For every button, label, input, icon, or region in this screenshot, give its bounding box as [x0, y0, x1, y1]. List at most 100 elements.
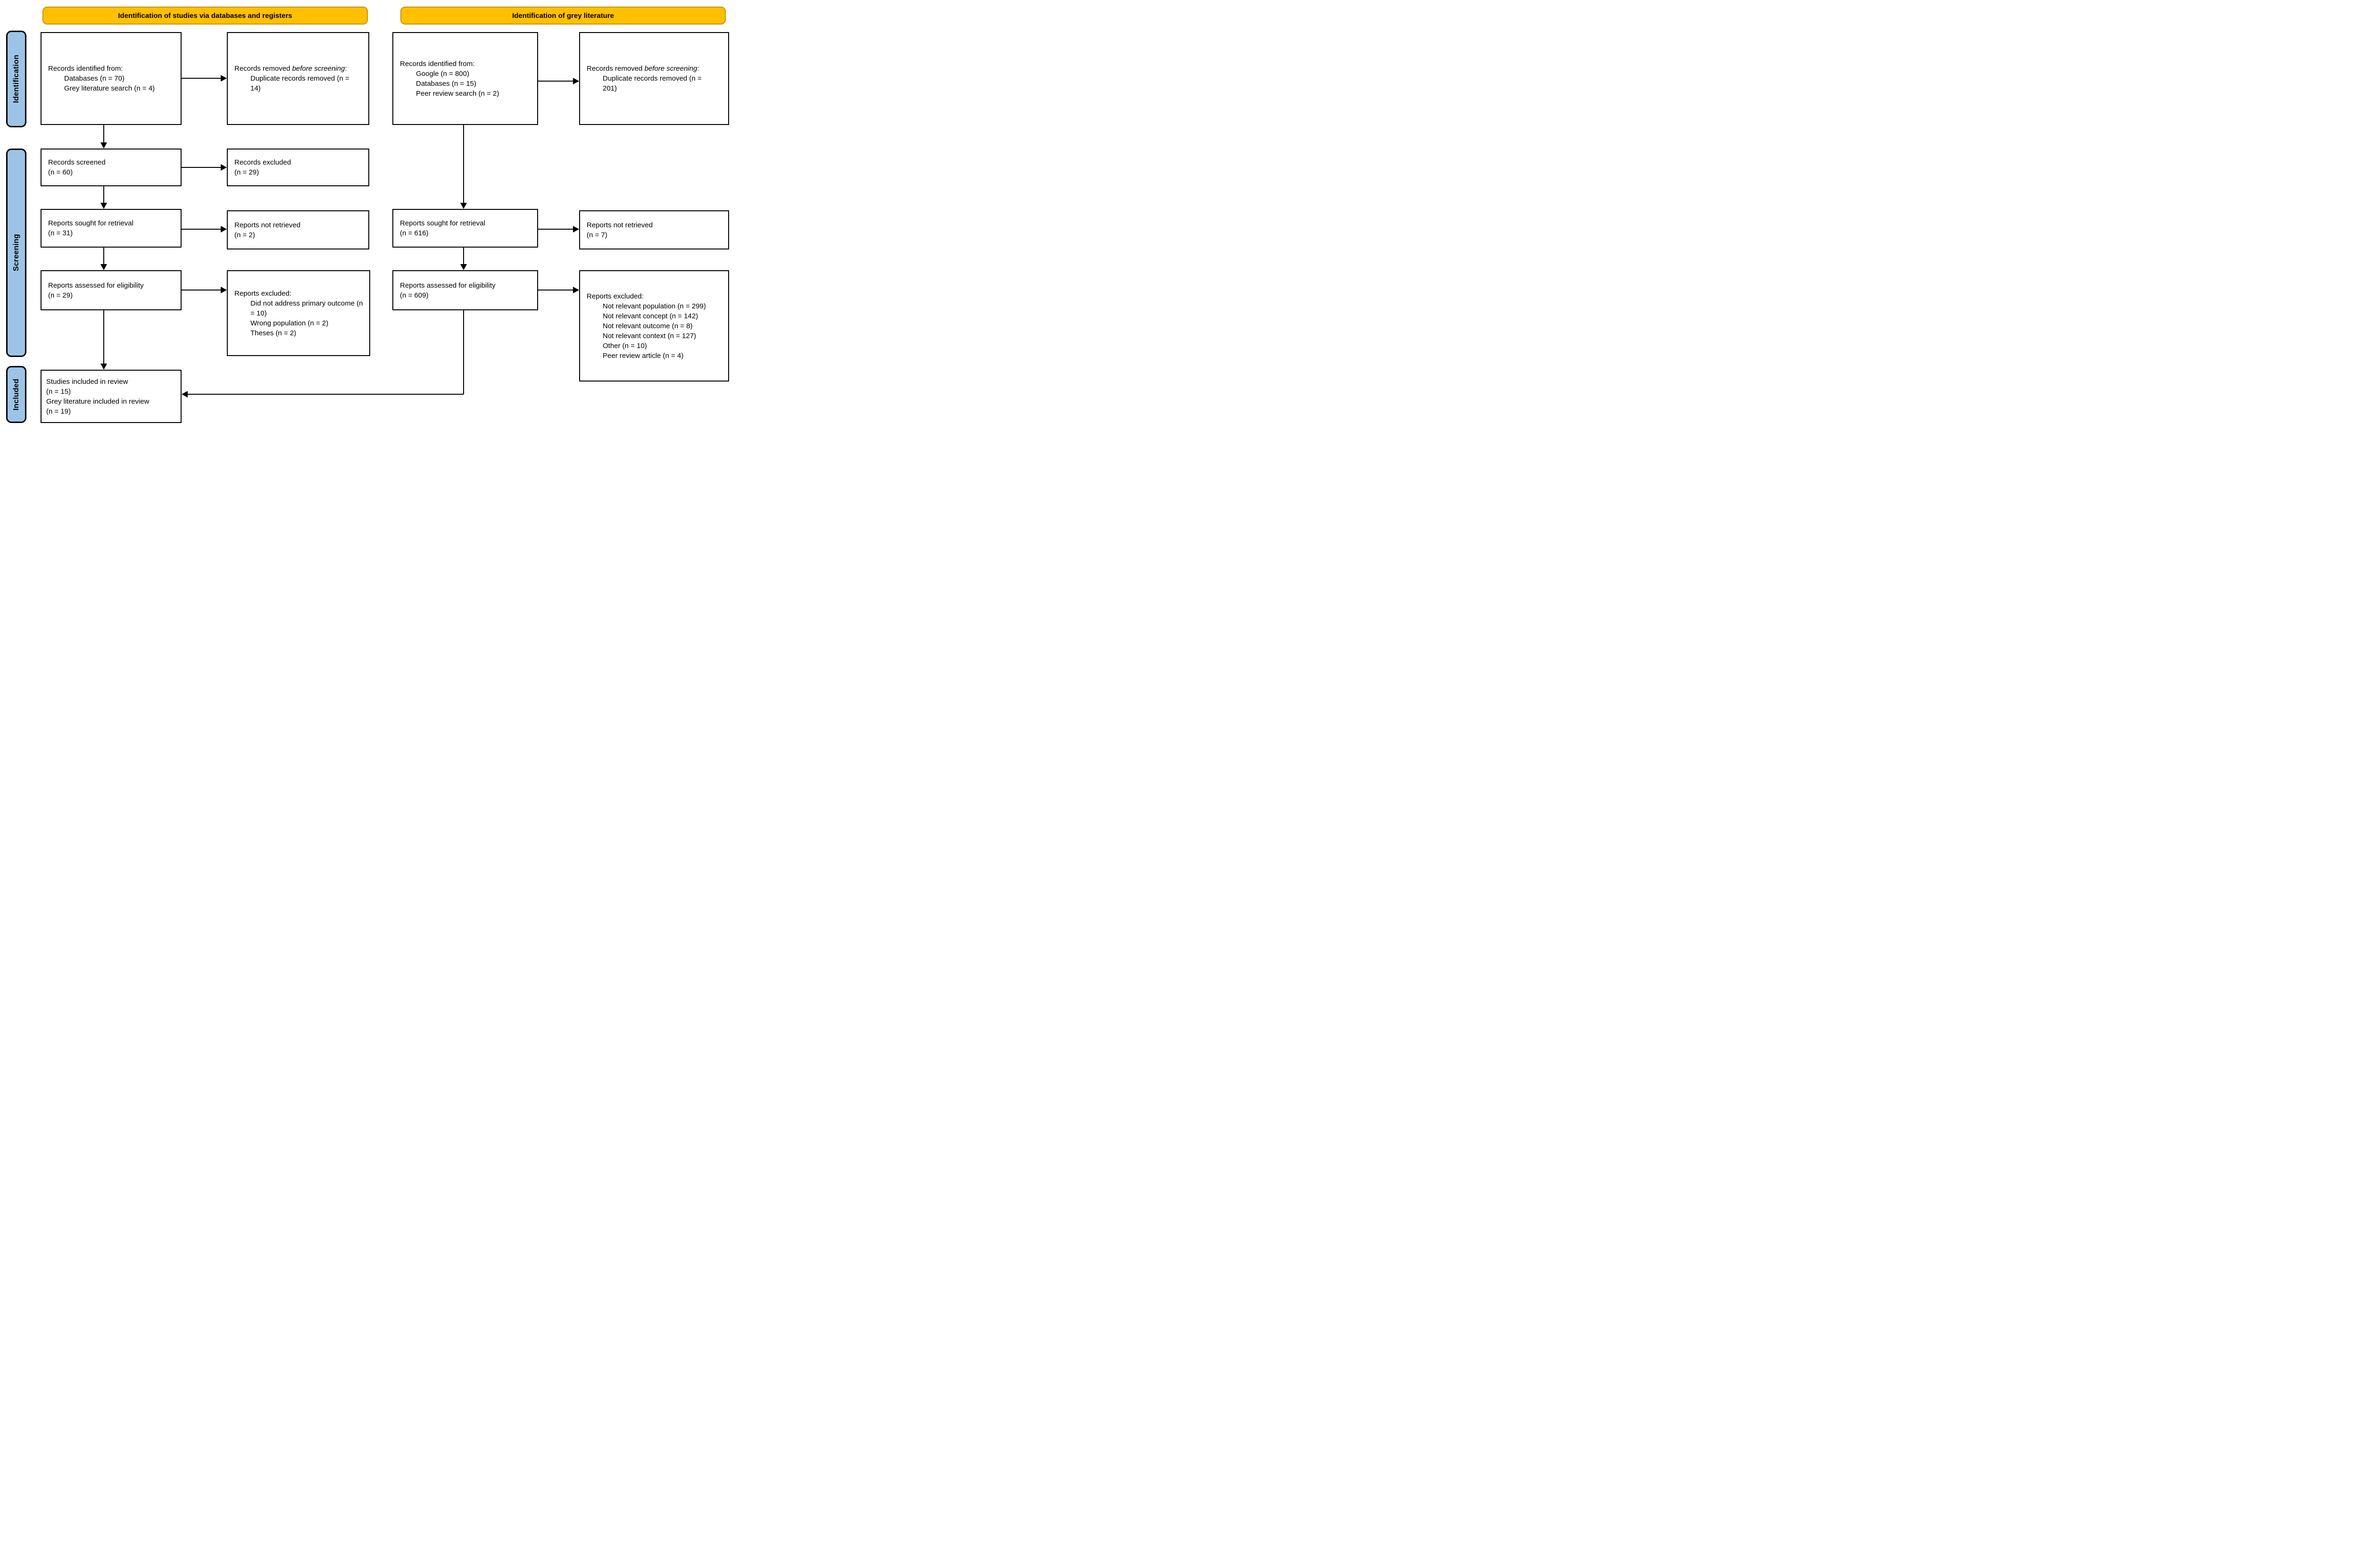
box-line: (n = 19) [46, 407, 71, 415]
box-line: Reports assessed for eligibility [400, 281, 496, 290]
box-line: Records screened [48, 158, 106, 166]
box-line: (n = 15) [46, 387, 71, 396]
arrow-line [182, 78, 221, 79]
box-item: Not relevant population (n = 299) [603, 302, 706, 310]
stage-label-included: Included [6, 366, 26, 423]
box-line: Grey literature included in review [46, 397, 149, 406]
box-line: Reports not retrieved [234, 221, 301, 229]
box-line: Records excluded [234, 158, 291, 166]
box-title: Records removed before screening: [587, 64, 705, 74]
box-text-block: Records removed before screening: Duplic… [587, 64, 705, 93]
box-item: Duplicate records removed (n = 14) [250, 75, 349, 92]
box-grey-records-removed: Records removed before screening: Duplic… [579, 32, 729, 125]
box-line: (n = 60) [48, 168, 73, 176]
arrow-line [103, 248, 104, 265]
stage-label-screening: Screening [6, 149, 26, 357]
arrow-line [103, 310, 104, 364]
box-line: (n = 29) [48, 291, 73, 299]
box-line: Studies included in review [46, 377, 128, 386]
arrow-line [538, 81, 573, 82]
box-line: (n = 2) [234, 231, 255, 239]
box-item: Wrong population (n = 2) [250, 319, 329, 327]
box-title: Records identified from: [400, 59, 475, 68]
box-title: Records identified from: [48, 65, 123, 73]
arrow-head [573, 78, 579, 84]
prisma-flow-diagram: Identification of studies via databases … [0, 0, 739, 430]
title-suffix: : [697, 65, 699, 73]
box-db-reports-not-retrieved: Reports not retrieved (n = 2) [227, 210, 369, 249]
box-line: (n = 609) [400, 291, 429, 299]
box-title: Reports excluded: [234, 289, 291, 298]
box-item: Not relevant concept (n = 142) [603, 312, 698, 320]
box-db-reports-assessed: Reports assessed for eligibility (n = 29… [41, 270, 182, 310]
title-italic: before screening [292, 65, 345, 73]
title-italic: before screening [644, 65, 697, 73]
stage-label-text: Identification [12, 55, 20, 103]
box-item: Duplicate records removed (n = 201) [603, 75, 702, 92]
arrow-head [460, 264, 467, 270]
arrow-head [100, 364, 107, 370]
arrow-line [182, 229, 221, 230]
arrow-line [463, 310, 464, 394]
box-line: (n = 29) [234, 168, 259, 176]
box-item: Not relevant outcome (n = 8) [603, 322, 693, 330]
box-grey-reports-excluded: Reports excluded: Not relevant populatio… [579, 270, 729, 382]
banner-databases-registers: Identification of studies via databases … [42, 7, 368, 25]
arrow-head [573, 226, 579, 232]
arrow-head [221, 226, 227, 232]
box-title: Reports excluded: [587, 292, 644, 300]
box-grey-reports-assessed: Reports assessed for eligibility (n = 60… [392, 270, 538, 310]
box-grey-reports-not-retrieved: Reports not retrieved (n = 7) [579, 210, 729, 249]
arrow-head [100, 264, 107, 270]
title-suffix: : [345, 65, 347, 73]
box-db-reports-sought: Reports sought for retrieval (n = 31) [41, 209, 182, 248]
box-line: (n = 616) [400, 229, 429, 237]
box-item: Databases (n = 15) [416, 79, 476, 88]
arrow-head [100, 142, 107, 149]
arrow-head [221, 75, 227, 82]
banner-grey-literature: Identification of grey literature [400, 7, 726, 25]
arrow-head [221, 164, 227, 171]
box-line: Reports sought for retrieval [400, 219, 485, 227]
arrow-head [100, 203, 107, 209]
title-prefix: Records removed [587, 65, 645, 73]
box-item: Did not address primary outcome (n = 10) [250, 299, 363, 317]
box-item: Other (n = 10) [603, 341, 647, 350]
box-grey-reports-sought: Reports sought for retrieval (n = 616) [392, 209, 538, 248]
stage-label-text: Screening [12, 234, 20, 272]
box-title: Records removed before screening: [234, 64, 352, 74]
title-prefix: Records removed [234, 65, 292, 73]
box-db-records-excluded: Records excluded (n = 29) [227, 149, 369, 186]
box-line: Reports assessed for eligibility [48, 281, 144, 290]
box-item: Peer review article (n = 4) [603, 351, 684, 360]
stage-label-text: Included [12, 378, 20, 411]
arrow-line [538, 229, 573, 230]
box-db-records-identified: Records identified from: Databases (n = … [41, 32, 182, 125]
box-text-block: Records removed before screening: Duplic… [234, 64, 352, 93]
box-item: Not relevant context (n = 127) [603, 332, 697, 340]
box-studies-included: Studies included in review (n = 15) Grey… [41, 370, 182, 423]
box-item: Databases (n = 70) [64, 75, 125, 83]
stage-label-identification: Identification [6, 31, 26, 127]
arrow-line [103, 125, 104, 143]
arrow-head [460, 203, 467, 209]
box-db-records-screened: Records screened (n = 60) [41, 149, 182, 186]
arrow-line [463, 125, 464, 203]
box-grey-records-identified: Records identified from: Google (n = 800… [392, 32, 538, 125]
box-line: (n = 31) [48, 229, 73, 237]
box-item: Peer review search (n = 2) [416, 89, 499, 98]
arrow-line [188, 394, 464, 395]
box-item: Google (n = 800) [416, 69, 469, 78]
arrow-head [182, 391, 188, 398]
box-item: Grey literature search (n = 4) [64, 84, 155, 92]
box-db-reports-excluded: Reports excluded: Did not address primar… [227, 270, 370, 356]
arrow-line [103, 186, 104, 203]
arrow-head [221, 287, 227, 293]
box-item: Theses (n = 2) [250, 329, 297, 337]
box-line: Reports not retrieved [587, 221, 653, 229]
arrow-head [573, 287, 579, 293]
box-db-records-removed: Records removed before screening: Duplic… [227, 32, 369, 125]
arrow-line [182, 167, 221, 168]
arrow-line [463, 248, 464, 265]
box-line: (n = 7) [587, 231, 607, 239]
